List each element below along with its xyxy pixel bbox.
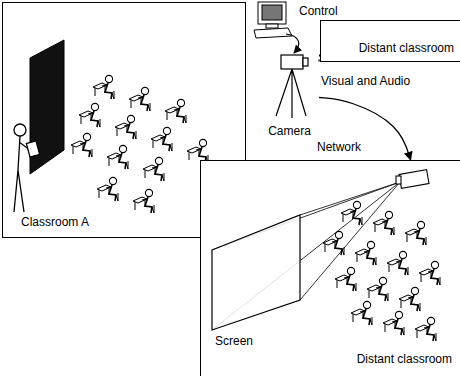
connector-label: Visual and Audio	[320, 74, 411, 88]
camera-lens	[303, 58, 308, 66]
keyboard	[254, 28, 292, 38]
network-connector	[319, 52, 320, 62]
teacher-figure	[14, 124, 40, 212]
camera-body	[281, 55, 303, 69]
projection-screen	[212, 215, 300, 330]
node-label: Distant classroom	[357, 352, 452, 366]
monitor	[258, 2, 286, 24]
teacher-head	[14, 124, 26, 136]
computer-icon	[254, 2, 299, 53]
students-distant-room	[323, 201, 440, 341]
tripod	[276, 69, 306, 118]
node-label: Camera	[268, 124, 311, 138]
camera-icon	[276, 55, 308, 118]
classroom-panel: Distant classroom	[320, 20, 460, 62]
annotation-label: Control	[298, 4, 339, 18]
teacher-book	[26, 141, 39, 157]
beam-lines	[212, 182, 400, 330]
annotation-label: Screen	[214, 334, 254, 348]
monitor-screen	[262, 5, 282, 20]
node-label: Classroom A	[21, 215, 89, 229]
projector-icon	[396, 170, 429, 189]
students-classroom-a	[71, 75, 208, 213]
camera-node: Camera	[260, 48, 319, 138]
control-arrow	[286, 34, 299, 53]
projector-body	[399, 170, 429, 189]
annotation-label: Network	[316, 140, 362, 154]
monitor-stand	[266, 24, 278, 28]
projector-lens	[396, 176, 401, 184]
projection-beam	[212, 182, 400, 330]
node-label: Distant classroom	[359, 41, 454, 55]
